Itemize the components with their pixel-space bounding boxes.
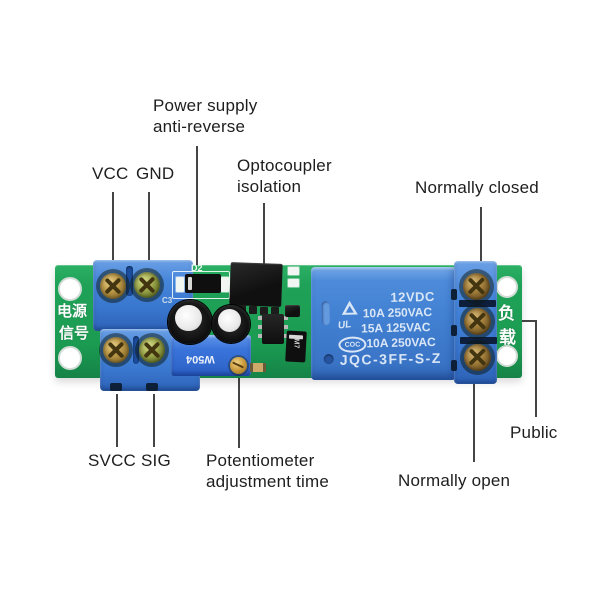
relay: 12VDC 10A 250VAC UL 15A 125VAC COC 10A 2… bbox=[311, 267, 456, 380]
silk-power-chinese: 电源 bbox=[57, 303, 88, 320]
diode-band bbox=[188, 277, 192, 290]
potentiometer-adjust-screw bbox=[230, 357, 247, 374]
label-potentiometer-line2: adjustment time bbox=[206, 472, 329, 491]
relay-voltage: 12VDC bbox=[390, 288, 436, 305]
electrolytic-capacitor-1 bbox=[168, 300, 212, 344]
screw-terminal-normally-closed bbox=[463, 273, 490, 300]
terminal-divider bbox=[126, 266, 133, 296]
silk-c3-text: C3 bbox=[162, 296, 173, 305]
screw-terminal-vcc bbox=[100, 273, 126, 299]
mounting-hole-top-left bbox=[58, 277, 82, 301]
label-normally-closed: Normally closed bbox=[415, 178, 539, 197]
leader-line-vcc bbox=[112, 192, 114, 272]
leader-line-optocoupler bbox=[263, 203, 265, 270]
leader-line-svcc bbox=[116, 394, 118, 447]
label-optocoupler-line2: isolation bbox=[237, 177, 302, 196]
solder-pad bbox=[288, 267, 299, 275]
chip-pin bbox=[271, 307, 279, 315]
silk-d2-text: D2 bbox=[191, 263, 203, 273]
silk-load-chinese-1: 负 bbox=[498, 304, 515, 323]
silk-load-chinese-2: 载 bbox=[499, 328, 516, 347]
chip-pin bbox=[260, 307, 268, 315]
solder-pad bbox=[221, 277, 229, 292]
wire-hole bbox=[451, 325, 457, 336]
label-optocoupler-line1: Optocoupler bbox=[237, 156, 332, 175]
label-power-supply-line2: anti-reverse bbox=[153, 117, 246, 136]
relay-case-dot bbox=[323, 354, 334, 365]
leader-line-public-vertical bbox=[535, 320, 537, 417]
leader-line-potentiometer bbox=[238, 378, 240, 448]
screw-terminal-common bbox=[464, 308, 491, 335]
label-potentiometer-line1: Potentiometer bbox=[206, 451, 315, 470]
screw-terminal-sig bbox=[139, 337, 165, 363]
relay-model: JQC-3FF-S-Z bbox=[339, 349, 442, 368]
label-svcc: SVCC bbox=[88, 451, 137, 470]
wire-hole bbox=[451, 289, 457, 300]
relay-face: 12VDC 10A 250VAC UL 15A 125VAC COC 10A 2… bbox=[310, 265, 457, 381]
electrolytic-capacitor-2 bbox=[212, 305, 250, 343]
optocoupler-chip bbox=[229, 262, 283, 307]
label-gnd: GND bbox=[136, 164, 175, 183]
screw-terminal-normally-open bbox=[464, 344, 491, 371]
label-power-supply-line1: Power supply bbox=[153, 96, 258, 115]
silk-signal-chinese: 信号 bbox=[59, 325, 90, 342]
relay-rating-3: 10A 250VAC bbox=[366, 334, 436, 351]
solder-pad bbox=[288, 279, 299, 287]
leader-line-normally-closed bbox=[480, 207, 482, 268]
potentiometer-marking: W504 bbox=[186, 353, 215, 365]
label-sig: SIG bbox=[141, 451, 171, 470]
relay-rating-1: 10A 250VAC bbox=[362, 304, 433, 321]
leader-line-sig bbox=[153, 394, 155, 447]
mounting-hole-bottom-left bbox=[58, 346, 82, 370]
solder-pad bbox=[176, 277, 184, 292]
wire-hole bbox=[451, 360, 457, 371]
terminal-separator bbox=[459, 300, 496, 307]
label-public: Public bbox=[510, 423, 558, 442]
leader-line-power-supply bbox=[196, 146, 198, 270]
screw-terminal-gnd bbox=[134, 272, 160, 298]
timer-ic bbox=[258, 314, 288, 344]
mounting-hole-bottom-right bbox=[496, 345, 518, 367]
relay-rating-2: 15A 125VAC bbox=[360, 320, 431, 336]
relay-case-slot bbox=[321, 301, 331, 326]
leader-line-normally-open bbox=[473, 369, 475, 462]
wire-hole bbox=[146, 383, 158, 391]
wire-hole bbox=[110, 383, 122, 391]
relay-triangle-logo-icon bbox=[341, 300, 358, 315]
label-normally-open: Normally open bbox=[398, 471, 511, 490]
label-vcc: VCC bbox=[92, 164, 129, 183]
leader-line-gnd bbox=[148, 192, 150, 272]
mounting-hole-top-right bbox=[496, 276, 518, 298]
chip-pin bbox=[249, 306, 257, 314]
anti-reverse-diode bbox=[185, 274, 221, 293]
transistor bbox=[285, 305, 300, 317]
terminal-separator bbox=[460, 337, 497, 344]
terminal-divider bbox=[133, 336, 139, 364]
screw-terminal-svcc bbox=[103, 337, 129, 363]
silk-m7-text: M7 bbox=[292, 338, 300, 349]
chip-resistor bbox=[250, 363, 266, 372]
ul-mark-icon: UL bbox=[337, 319, 353, 332]
